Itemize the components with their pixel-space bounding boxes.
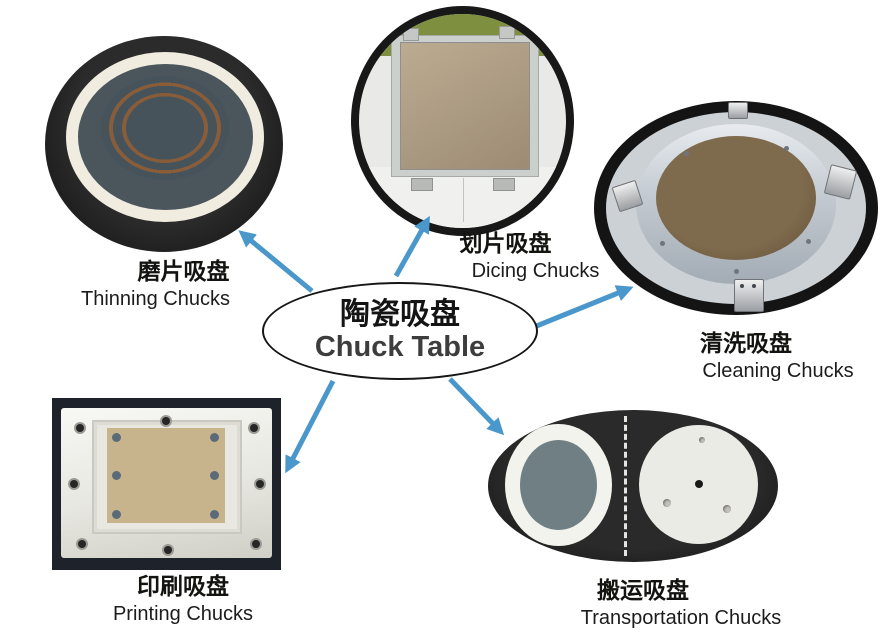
cleaning-chuck-photo — [594, 101, 878, 315]
thinning-center-disc — [133, 102, 197, 154]
transportation-screw — [699, 437, 705, 443]
transportation-center-dot — [695, 480, 703, 488]
cleaning-label-en: Cleaning Chucks — [702, 359, 854, 382]
cleaning-screw — [806, 239, 811, 244]
transportation-left-ring — [505, 424, 612, 546]
dicing-white-base — [359, 167, 566, 228]
printing-plate-dot — [210, 471, 219, 480]
dicing-label-en: Dicing Chucks — [471, 259, 600, 282]
transportation-dashed-divider — [624, 416, 627, 556]
printing-plate-dot — [112, 433, 121, 442]
printing-plate-dot — [210, 510, 219, 519]
printing-frame-screw — [70, 480, 78, 488]
printing-plate-dot — [112, 471, 121, 480]
dicing-label: 划片吸盘 Dicing Chucks — [448, 229, 623, 283]
transportation-label-en: Transportation Chucks — [580, 606, 782, 629]
printing-plate-dot — [210, 433, 219, 442]
cleaning-ceramic-disc — [656, 136, 816, 260]
printing-label-zh: 印刷吸盘 — [137, 573, 229, 599]
thinning-label: 磨片吸盘 Thinning Chucks — [58, 257, 253, 311]
dicing-label-zh: 划片吸盘 — [459, 230, 552, 256]
arrow-center-to-thinning — [238, 230, 314, 293]
thinning-label-en: Thinning Chucks — [81, 287, 230, 310]
center-hub-ellipse: 陶瓷吸盘 Chuck Table — [262, 282, 538, 380]
hub-title-en: Chuck Table — [314, 331, 486, 364]
thinning-label-zh: 磨片吸盘 — [137, 258, 230, 284]
printing-frame-screw — [256, 480, 264, 488]
arrow-center-to-dicing — [393, 215, 430, 278]
printing-plate-dot — [112, 510, 121, 519]
transportation-screw — [663, 499, 671, 507]
dicing-bracket-left — [403, 28, 419, 41]
transportation-right-disc — [639, 425, 758, 544]
cleaning-screw — [784, 146, 789, 151]
printing-frame-screw — [252, 540, 260, 548]
transportation-chuck-photo — [488, 410, 778, 562]
dicing-foot-left — [411, 178, 433, 191]
cleaning-label: 清洗吸盘 Cleaning Chucks — [678, 329, 878, 383]
hub-title-zh: 陶瓷吸盘 — [340, 297, 460, 331]
printing-label: 印刷吸盘 Printing Chucks — [83, 572, 283, 626]
dicing-ceramic-plate — [400, 42, 530, 170]
printing-frame-screw — [164, 546, 172, 554]
cleaning-screw — [660, 241, 665, 246]
transportation-screw — [723, 505, 731, 513]
cleaning-clamp-bottom — [734, 279, 764, 312]
printing-frame-screw — [76, 424, 84, 432]
transportation-label-zh: 搬运吸盘 — [597, 577, 689, 603]
dicing-bracket-right — [499, 26, 515, 39]
thinning-chuck-photo — [45, 36, 283, 252]
arrow-center-to-cleaning — [533, 285, 634, 330]
transportation-label: 搬运吸盘 Transportation Chucks — [546, 576, 816, 630]
printing-frame-screw — [162, 417, 170, 425]
dicing-seam-line — [463, 178, 464, 222]
dicing-foot-right — [493, 178, 515, 191]
printing-label-en: Printing Chucks — [112, 602, 254, 625]
printing-frame-screw — [78, 540, 86, 548]
cleaning-screw — [734, 269, 739, 274]
dicing-chuck-photo — [351, 6, 574, 236]
printing-chuck-photo — [52, 398, 281, 570]
arrow-center-to-printing — [285, 379, 336, 474]
transportation-left-disc — [520, 440, 597, 530]
printing-ceramic-plate — [107, 428, 225, 523]
arrow-center-to-transportation — [448, 377, 505, 436]
printing-frame-screw — [250, 424, 258, 432]
cleaning-label-zh: 清洗吸盘 — [700, 330, 792, 356]
cleaning-screw — [684, 151, 689, 156]
cleaning-clamp-top — [728, 102, 748, 119]
